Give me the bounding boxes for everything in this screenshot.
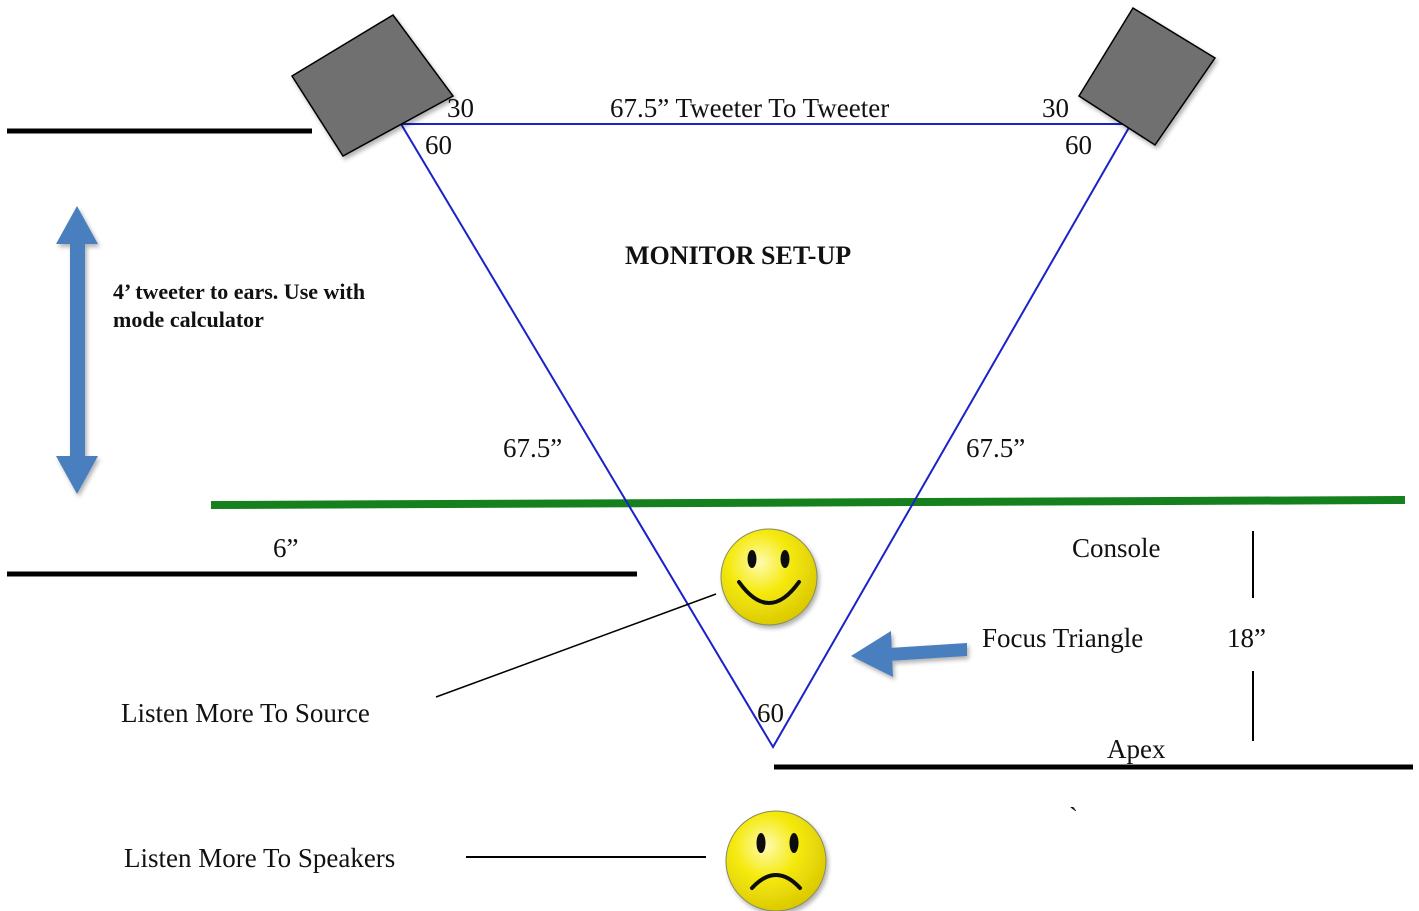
focus-arrow-icon xyxy=(851,631,967,677)
offset-6-label: 6” xyxy=(273,533,298,563)
listen-source-label: Listen More To Source xyxy=(121,698,370,728)
depth-18-label: 18” xyxy=(1227,623,1266,653)
right-speaker-icon xyxy=(1077,6,1217,147)
right-side-length-label: 67.5” xyxy=(966,433,1025,463)
angle-right-outer-label: 30 xyxy=(1042,93,1069,123)
listening-triangle xyxy=(399,123,1133,749)
focus-triangle-label: Focus Triangle xyxy=(982,623,1143,653)
console-label: Console xyxy=(1072,533,1161,563)
sad-face-icon xyxy=(725,810,827,911)
angle-left-outer-label: 30 xyxy=(447,93,474,123)
ears-note-line2: mode calculator xyxy=(113,307,264,332)
listen-speakers-label: Listen More To Speakers xyxy=(124,843,395,873)
vertical-double-arrow-icon xyxy=(56,206,98,494)
angle-apex-label: 60 xyxy=(757,698,784,728)
source-leader-line xyxy=(435,593,717,698)
left-side-length-label: 67.5” xyxy=(503,433,562,463)
tweeter-distance-label: 67.5” Tweeter To Tweeter xyxy=(610,93,889,123)
console-edge-line xyxy=(210,496,1406,509)
apex-label: Apex xyxy=(1107,734,1166,764)
backtick-mark: ` xyxy=(1069,802,1078,832)
angle-right-inner-label: 60 xyxy=(1065,130,1092,160)
page-title: MONITOR SET-UP xyxy=(625,241,851,270)
angle-left-inner-label: 60 xyxy=(425,130,452,160)
ears-note-line1: 4’ tweeter to ears. Use with xyxy=(113,279,365,304)
happy-face-icon xyxy=(720,528,818,626)
left-speaker-icon xyxy=(290,14,455,157)
